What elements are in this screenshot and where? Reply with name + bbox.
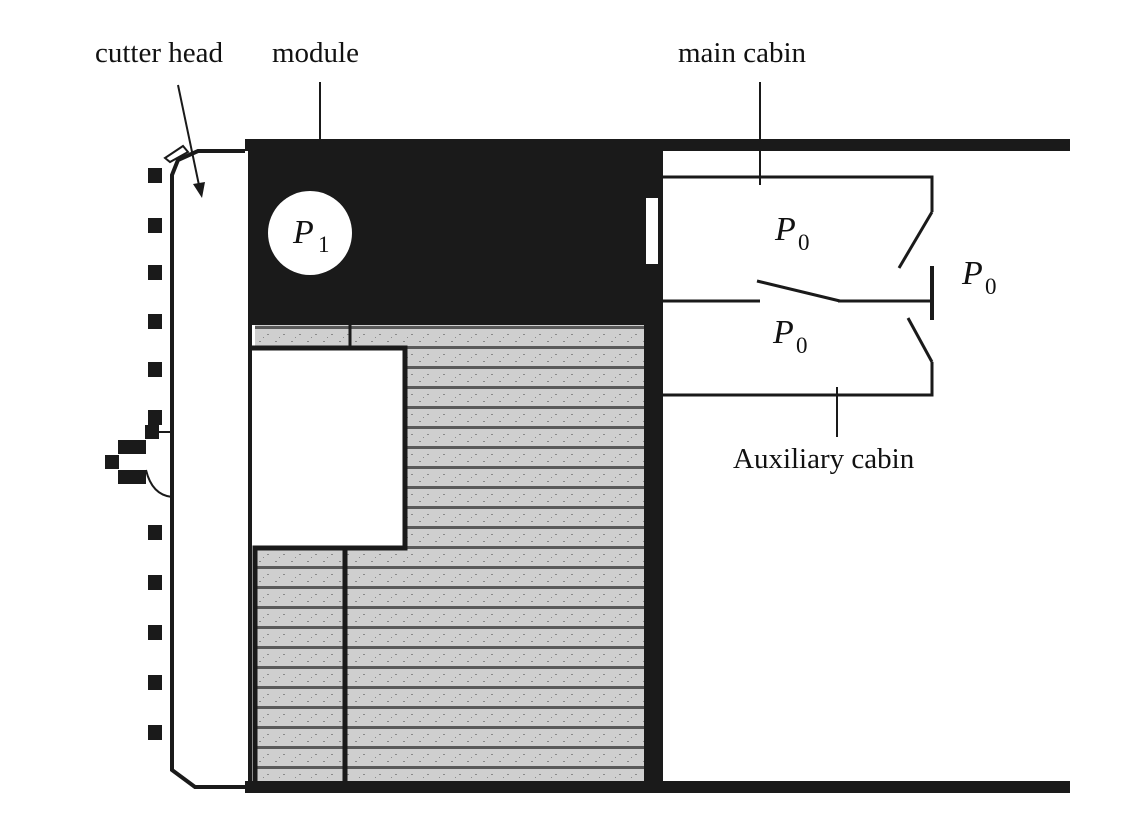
module-pressure-bubble <box>268 191 352 275</box>
cutter-head-outline <box>170 149 250 789</box>
auxiliary-cabin-pressure-subscript: 0 <box>796 333 808 358</box>
main-cabin-pressure-label: P <box>774 211 796 248</box>
auxiliary-cabin-outer-door <box>906 317 934 363</box>
cutter-tooth <box>148 675 162 690</box>
module-pressure-label: P <box>292 214 314 251</box>
cutter-tooth <box>148 625 162 640</box>
cutter-head-leader <box>177 84 201 191</box>
bulkhead-door <box>644 196 660 266</box>
cutter-tooth <box>148 218 162 233</box>
cutter-head-arrowhead <box>193 182 205 198</box>
cutter-tooth <box>148 575 162 590</box>
soil-step-outline <box>250 345 408 781</box>
auxiliary-cabin-label: Auxiliary cabin <box>733 443 915 475</box>
inner-door <box>756 279 841 303</box>
main-cabin-pressure-subscript: 0 <box>798 230 810 255</box>
soil-mass <box>255 325 644 781</box>
module-label: module <box>272 37 359 69</box>
auxiliary-cabin-outline <box>663 362 934 397</box>
main-cabin-label: main cabin <box>678 37 807 69</box>
outside-pressure-label: P <box>961 255 983 292</box>
cutter-teeth <box>148 168 162 740</box>
cutter-tooth <box>148 410 162 425</box>
cutter-tooth <box>148 725 162 740</box>
cutter-tooth <box>148 168 162 183</box>
main-cabin-outline <box>663 175 934 212</box>
main-cabin-outer-door <box>897 211 934 269</box>
cutter-head-tip <box>163 144 190 164</box>
cutter-tooth <box>148 265 162 280</box>
shell-top-wall <box>245 139 1070 151</box>
cutter-tooth <box>148 362 162 377</box>
outside-pressure-subscript: 0 <box>985 274 997 299</box>
cutter-head-label: cutter head <box>95 37 224 69</box>
auxiliary-cabin-pressure-label: P <box>772 314 794 351</box>
center-cutter <box>105 425 173 498</box>
module-pressure-subscript: 1 <box>318 232 330 257</box>
bulkhead-wall <box>644 151 663 787</box>
cutter-tooth <box>148 314 162 329</box>
cutter-tooth <box>148 525 162 540</box>
